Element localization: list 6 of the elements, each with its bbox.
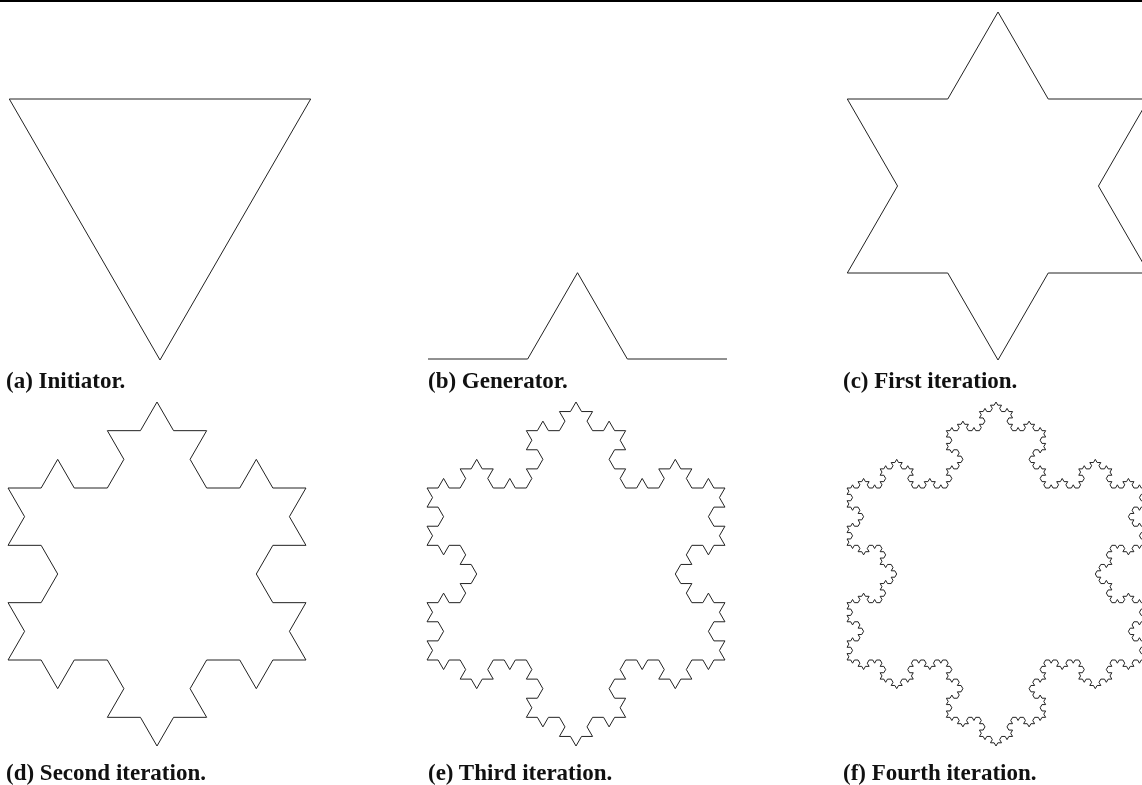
figure-caption: (b) Generator. [428, 368, 568, 394]
figure-caption: (e) Third iteration. [428, 760, 613, 785]
figure-caption: (f) Fourth iteration. [843, 760, 1037, 785]
figure-caption: (a) Initiator. [6, 368, 126, 394]
figure-caption: (d) Second iteration. [6, 760, 206, 785]
figure-caption: (c) First iteration. [843, 368, 1018, 394]
